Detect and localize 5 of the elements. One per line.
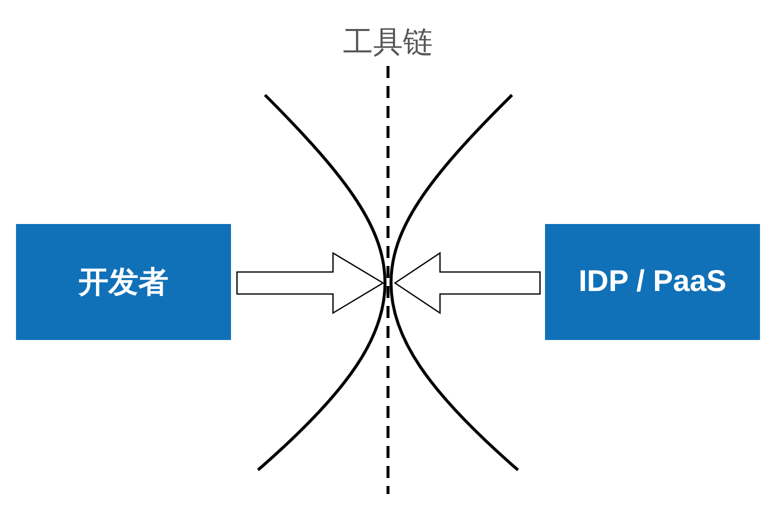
title: 工具链: [342, 24, 434, 62]
process-box: 开发者: [16, 224, 231, 340]
block-arrow: [394, 252, 541, 314]
process-box: IDP / PaaS: [545, 224, 760, 340]
block-arrow: [236, 252, 384, 314]
